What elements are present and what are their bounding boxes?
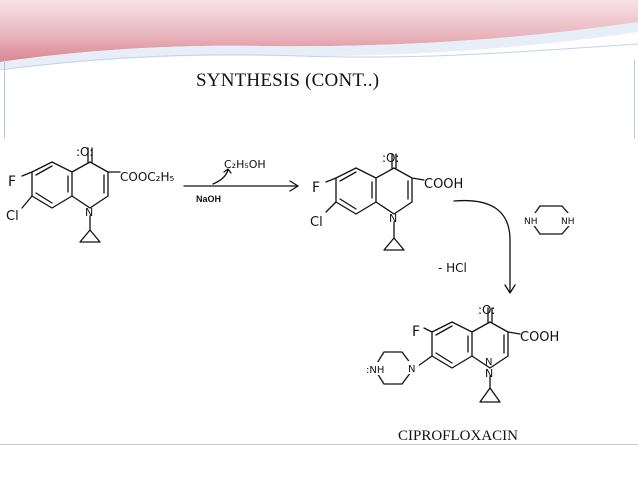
product-carbonyl-oxygen: :O:: [478, 303, 495, 317]
intermediate-chlorine: Cl: [310, 215, 323, 230]
step1-reagent-label: NaOH: [196, 194, 221, 204]
piperazine-nh-left: NH: [524, 217, 538, 227]
intermediate-fluorine: F: [312, 180, 320, 196]
step1-byproduct-label: C₂H₅OH: [224, 158, 266, 171]
intermediate-ring-nitrogen: N: [389, 212, 397, 225]
product-piperazine-n: N: [408, 364, 415, 375]
intermediate-structure: [325, 153, 425, 251]
product-fluorine: F: [412, 324, 420, 340]
intermediate-acid-group: COOH: [424, 177, 463, 192]
reactant-fluorine: F: [8, 174, 16, 190]
step1-arrow: [183, 168, 299, 192]
product-name: CIPROFLOXACIN: [398, 428, 519, 444]
product-piperazine-nh: :NH: [366, 365, 384, 376]
step2-arrow: [453, 199, 516, 294]
piperazine-nh-right: NH: [561, 217, 575, 227]
bottom-frame-line: [0, 444, 638, 445]
product-acid-group: COOH: [520, 330, 559, 345]
header-decoration: [0, 0, 638, 70]
product-ring-nitrogen: N: [485, 367, 493, 380]
step2-byproduct-label: - HCl: [438, 261, 467, 275]
left-frame-line: [4, 60, 5, 138]
slide-title: SYNTHESIS (CONT..): [196, 70, 380, 91]
reactant-carbonyl-oxygen: :O:: [76, 145, 93, 159]
reactant-ring-nitrogen: N: [85, 206, 93, 219]
intermediate-carbonyl-oxygen: :O:: [382, 151, 399, 165]
product-lone-pair-n: N: [485, 357, 492, 368]
reactant-structure: [21, 147, 121, 243]
reactant-ester-group: COOC₂H₅: [120, 170, 174, 184]
product-structure: [373, 307, 521, 403]
right-frame-line: [634, 60, 635, 138]
reactant-chlorine: Cl: [6, 209, 19, 224]
